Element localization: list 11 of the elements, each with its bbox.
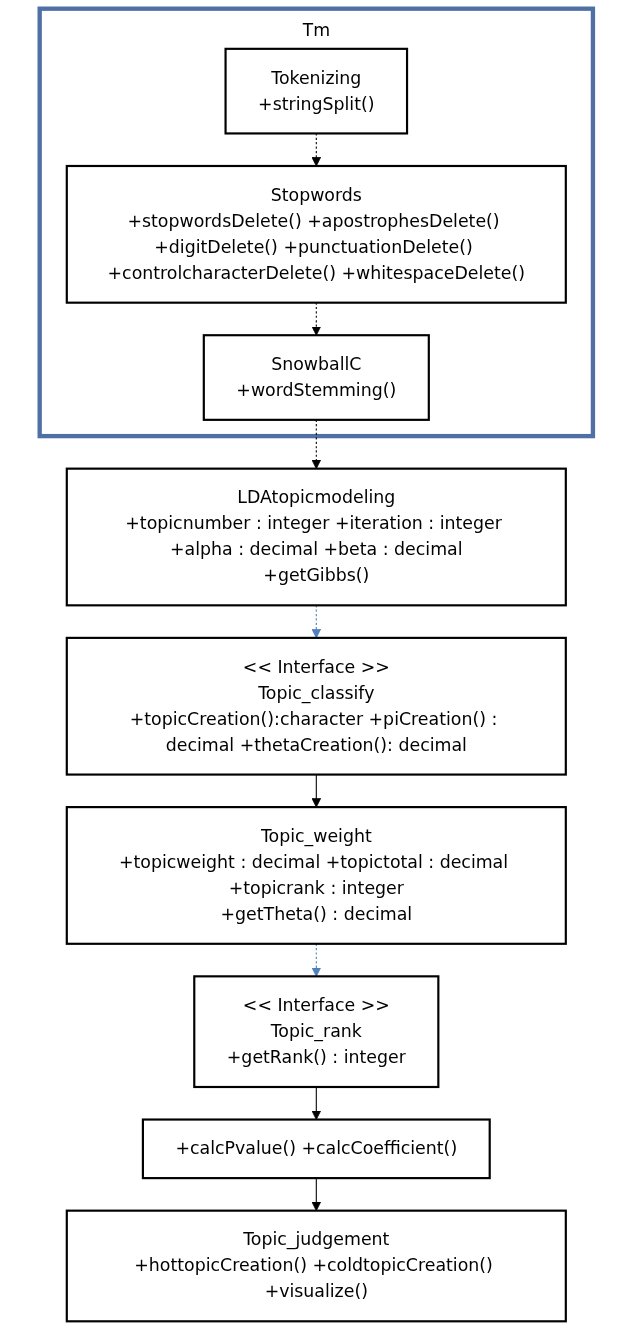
node-box: Topic_judgement +hottopicCreation() +coldtopicCreation() +visualize() (65, 1209, 568, 1323)
node-box: SnowballC +wordStemming() (202, 334, 431, 421)
arrow (311, 1086, 322, 1120)
node-box: +calcPvalue() +calcCoefficient() (142, 1118, 491, 1180)
node-box: << Interface >> Topic_rank +getRank() : integer (193, 975, 440, 1089)
node-box: Topic_weight +topicweight : decimal +topictotal : decimal +topicrank : integer +getTheta() : decimal (65, 806, 568, 945)
node-box: Stopwords +stopwordsDelete() +apostrophesDelete() +digitDelete() +punctuationDelete() +controlcharacterDelete() +whitespaceDelete() (65, 164, 568, 304)
arrow (311, 774, 322, 808)
node-box: Tokenizing +stringSplit() (224, 47, 409, 135)
node-box: << Interface >> Topic_classify +topicCreation():character +piCreation() : decimal +thetaCreation(): decimal (65, 636, 568, 776)
node-box: LDAtopicmodeling +topicnumber : integer +iteration : integer +alpha : decimal +beta : decimal +getGibbs() (65, 467, 568, 607)
